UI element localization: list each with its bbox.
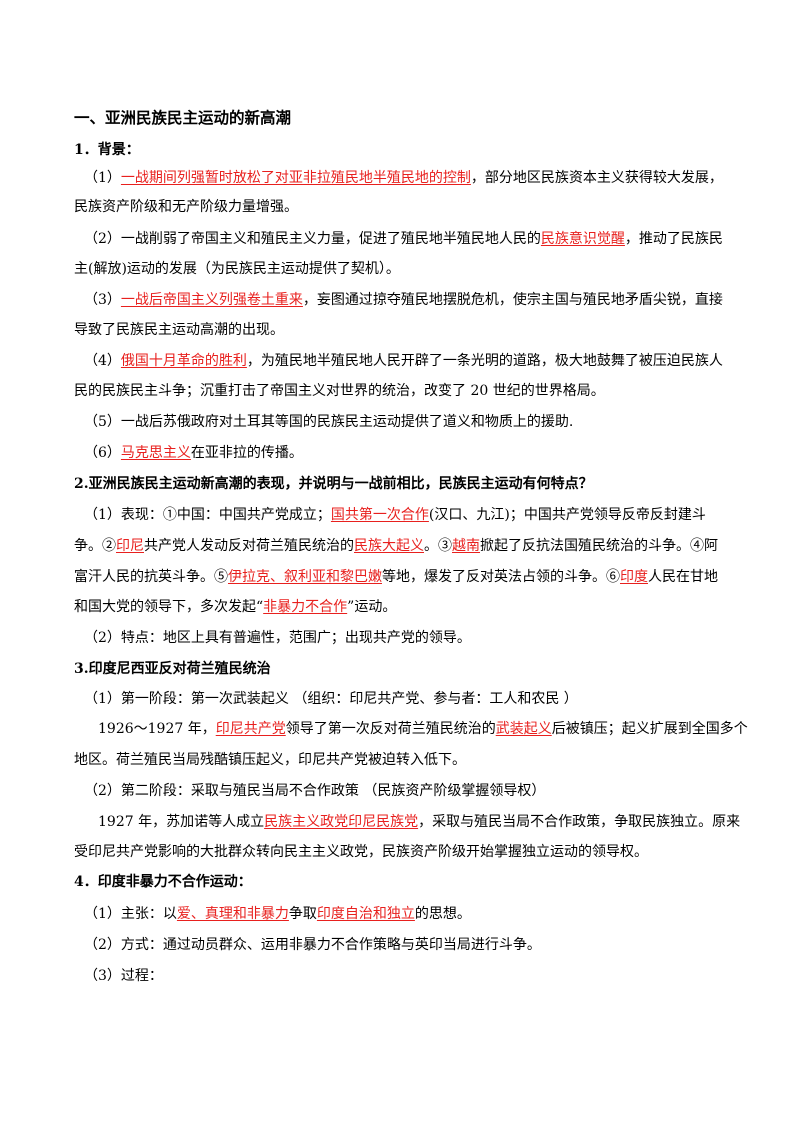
text: 后被镇压；起义扩展到全国多个 — [551, 721, 748, 737]
india-claim: （1）主张：以爱、真理和非暴力争取印度自治和独立的思想。 — [84, 904, 471, 924]
india-method: （2）方式：通过动员群众、运用非暴力不合作策略与英印当局进行斗争。 — [84, 937, 541, 953]
tide-line-3: 富汗人民的抗英斗争。⑤伊拉克、叙利亚和黎巴嫩等地，爆发了反对英法占领的斗争。⑥印… — [74, 567, 718, 587]
indonesia-stage-2-line-1: 1927 年，苏加诺等人成立民族主义政党印尼民族党，采取与殖民当局不合作政策，争… — [98, 812, 740, 832]
highlight-key-point: 非暴力不合作 — [263, 599, 348, 615]
indonesia-stage-2-line-2: 受印尼共产党影响的大批群众转向民主主义政党，民族资产阶级开始掌握独立运动的领导权… — [74, 844, 648, 860]
text: （1）表现：①中国：中国共产党成立； — [84, 507, 331, 523]
text: 1927 年，苏加诺等人成立 — [98, 814, 265, 830]
text: ，推动了民族民 — [624, 231, 723, 247]
india-process: （3）过程： — [84, 968, 163, 984]
highlight-key-point: 越南 — [452, 538, 480, 554]
bg-item-4-line-1: （4）俄国十月革命的胜利，为殖民地半殖民地人民开辟了一条光明的道路，极大地鼓舞了… — [84, 351, 723, 371]
highlight-key-point: 一战后帝国主义列强卷土重来 — [120, 292, 303, 308]
highlight-key-point: 印度 — [620, 569, 648, 585]
highlight-key-point: 民族大起义 — [354, 538, 424, 554]
heading-new-tide: 2.亚洲民族民主运动新高潮的表现，并说明与一战前相比，民族民主运动有何特点？ — [74, 476, 593, 492]
highlight-key-point: 武装起义 — [495, 721, 552, 737]
text: 领导了第一次反对荷兰殖民统治的 — [285, 721, 496, 737]
bg-item-2-line-1: （2）一战削弱了帝国主义和殖民主义力量，促进了殖民地半殖民地人民的民族意识觉醒，… — [84, 229, 723, 249]
highlight-key-point: 印度自治和独立 — [316, 906, 415, 922]
tide-line-2: 争。②印尼共产党人发动反对荷兰殖民统治的民族大起义。③越南掀起了反抗法国殖民统治… — [74, 536, 718, 556]
highlight-key-point: 伊拉克、叙利亚和黎巴嫩 — [228, 569, 382, 585]
bg-item-5: （5）一战后苏俄政府对土耳其等国的民族民主运动提供了道义和物质上的援助. — [84, 414, 574, 430]
indonesia-stage-1: （1）第一阶段：第一次武装起义 （组织：印尼共产党、参与者：工人和农民 ） — [84, 691, 578, 707]
text: 等地，爆发了反对英法占领的斗争。⑥ — [382, 569, 620, 585]
text: 在亚非拉的传播。 — [190, 445, 303, 461]
text: 争取 — [288, 906, 317, 922]
text: 和国大党的领导下，多次发起“ — [74, 599, 264, 615]
text: 。③ — [424, 538, 452, 554]
text: 掀起了反抗法国殖民统治的斗争。④阿 — [480, 538, 718, 554]
heading-background: 1．背景： — [74, 142, 140, 158]
highlight-key-point: 民族主义政党印尼民族党 — [264, 814, 419, 830]
bg-item-6: （6）马克思主义在亚非拉的传播。 — [84, 443, 303, 463]
text: ，妄图通过掠夺殖民地摆脱危机，使宗主国与殖民地矛盾尖锐，直接 — [302, 292, 723, 308]
highlight-key-point: 国共第一次合作 — [330, 507, 429, 523]
text: （1）主张：以 — [84, 906, 177, 922]
heading-india: 4．印度非暴力不合作运动： — [74, 874, 252, 890]
highlight-key-point: 印尼共产党 — [215, 721, 286, 737]
text: （1） — [84, 170, 121, 186]
indonesia-stage-1-line-1: 1926～1927 年，印尼共产党领导了第一次反对荷兰殖民统治的武装起义后被镇压… — [98, 719, 748, 739]
text: ，部分地区民族资本主义获得较大发展， — [470, 170, 723, 186]
bg-item-1-line-2: 民族资产阶级和无产阶级力量增强。 — [74, 199, 298, 215]
text: ”运动。 — [347, 599, 397, 615]
bg-item-1-line-1: （1）一战期间列强暂时放松了对亚非拉殖民地半殖民地的控制，部分地区民族资本主义获… — [84, 168, 723, 188]
section-title: 一、亚洲民族民主运动的新高潮 — [74, 108, 292, 127]
text: 争。② — [74, 538, 116, 554]
text: ，为殖民地半殖民地人民开辟了一条光明的道路，极大地鼓舞了被压迫民族人 — [246, 353, 723, 369]
heading-indonesia: 3.印度尼西亚反对荷兰殖民统治 — [74, 661, 271, 677]
highlight-key-point: 民族意识觉醒 — [540, 231, 625, 247]
highlight-key-point: 爱、真理和非暴力 — [176, 906, 289, 922]
text: 富汗人民的抗英斗争。⑤ — [74, 569, 228, 585]
tide-line-4: 和国大党的领导下，多次发起“非暴力不合作”运动。 — [74, 597, 396, 617]
text: 1926～1927 年， — [98, 721, 216, 737]
text: ，采取与殖民当局不合作政策，争取民族独立。原来 — [418, 814, 741, 830]
bg-item-4-line-2: 民的民族民主斗争；沉重打击了帝国主义对世界的统治，改变了 20 世纪的世界格局。 — [74, 383, 605, 399]
text: 人民在甘地 — [648, 569, 718, 585]
highlight-key-point: 马克思主义 — [120, 445, 191, 461]
highlight-key-point: 印尼 — [116, 538, 144, 554]
bg-item-2-line-2: 主(解放)运动的发展（为民族民主运动提供了契机）。 — [74, 261, 400, 277]
text: （3） — [84, 292, 121, 308]
bg-item-3-line-2: 导致了民族民主运动高潮的出现。 — [74, 322, 284, 338]
tide-line-1: （1）表现：①中国：中国共产党成立；国共第一次合作(汉口、九江)；中国共产党领导… — [84, 505, 706, 525]
text: （2）一战削弱了帝国主义和殖民主义力量，促进了殖民地半殖民地人民的 — [84, 231, 541, 247]
highlight-key-point: 俄国十月革命的胜利 — [120, 353, 247, 369]
highlight-key-point: 一战期间列强暂时放松了对亚非拉殖民地半殖民地的控制 — [120, 170, 471, 186]
bg-item-3-line-1: （3）一战后帝国主义列强卷土重来，妄图通过掠夺殖民地摆脱危机，使宗主国与殖民地矛… — [84, 290, 723, 310]
text: (汉口、九江)；中国共产党领导反帝反封建斗 — [428, 507, 706, 523]
text: （6） — [84, 445, 121, 461]
text: （4） — [84, 353, 121, 369]
text: 共产党人发动反对荷兰殖民统治的 — [144, 538, 354, 554]
tide-features: （2）特点：地区上具有普遍性，范围广；出现共产党的领导。 — [84, 630, 471, 646]
indonesia-stage-2: （2）第二阶段：采取与殖民当局不合作政策 （民族资产阶级掌握领导权） — [84, 783, 546, 799]
indonesia-stage-1-line-2: 地区。荷兰殖民当局残酷镇压起义，印尼共产党被迫转入低下。 — [74, 752, 466, 768]
text: 的思想。 — [414, 906, 471, 922]
